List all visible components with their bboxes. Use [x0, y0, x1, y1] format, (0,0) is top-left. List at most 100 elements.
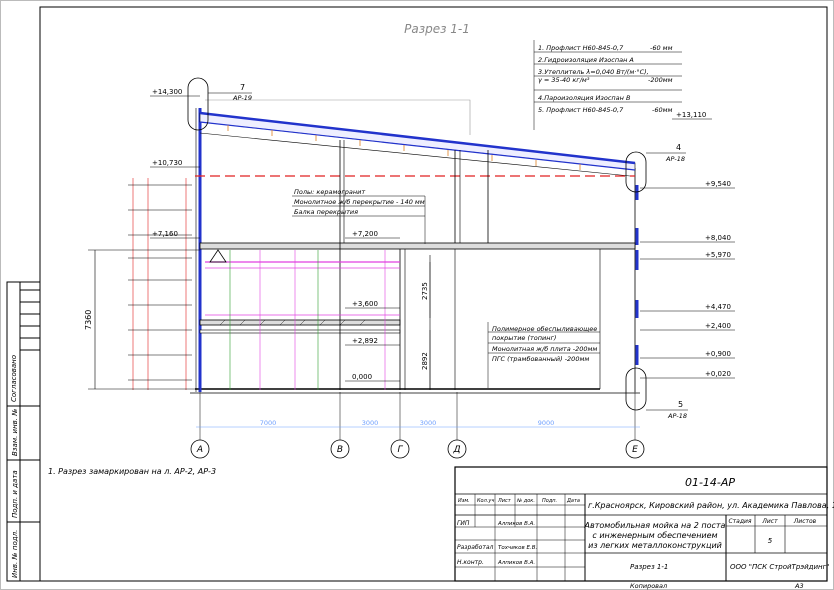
axis-label: Д	[452, 445, 460, 455]
svg-text:7000: 7000	[260, 419, 277, 427]
elevation-mark: +7,200	[352, 230, 378, 238]
svg-text:Полы: керамогранит: Полы: керамогранит	[294, 188, 365, 196]
svg-text:АР-18: АР-18	[665, 155, 685, 163]
svg-text:№ док.: № док.	[516, 498, 535, 504]
svg-text:Автомобильная мойка на 2 поста: Автомобильная мойка на 2 поста	[584, 521, 726, 530]
svg-text:Дата: Дата	[566, 498, 580, 504]
svg-text:3000: 3000	[420, 419, 437, 427]
svg-text:Монолитное ж/б перекрытие - 14: Монолитное ж/б перекрытие - 140 мм	[294, 198, 425, 206]
svg-text:3000: 3000	[362, 419, 379, 427]
axis-label: В	[337, 445, 343, 455]
svg-text:5. Профлист Н60-845-0,7: 5. Профлист Н60-845-0,7	[538, 106, 624, 114]
svg-text:Лист: Лист	[761, 518, 778, 525]
svg-text:Стадия: Стадия	[728, 518, 751, 525]
title-block	[454, 466, 828, 582]
callout-7: 7 АР-19	[187, 77, 252, 131]
side-stamp	[6, 281, 41, 582]
callout-5: 5 АР-18	[625, 367, 688, 420]
svg-text:с инженерным обеспечением: с инженерным обеспечением	[592, 531, 717, 540]
building-section	[190, 99, 640, 394]
side-stamp-label: Взам. инв. №	[11, 408, 19, 456]
stamp-address: г.Красноярск, Кировский район, ул. Акаде…	[588, 501, 834, 510]
svg-text:Кол.уч: Кол.уч	[477, 498, 494, 504]
stamp-company: ООО "ПСК СтройТрэйдинг"	[730, 563, 830, 571]
svg-text:-60мм: -60мм	[652, 106, 673, 114]
svg-text:Разработал: Разработал	[457, 544, 494, 551]
axis-label: Г	[397, 445, 403, 455]
svg-text:5: 5	[678, 400, 683, 409]
svg-text:2892: 2892	[421, 352, 429, 370]
dimension-total-height: 7360	[84, 249, 200, 390]
svg-text:ПГС (трамбованный) -200мм: ПГС (трамбованный) -200мм	[492, 355, 589, 363]
elevation-mark: +5,970	[705, 251, 731, 259]
elevation-mark: 0,000	[352, 373, 372, 381]
floor-note: Полы: керамогранит Монолитное ж/б перекр…	[292, 188, 426, 244]
side-stamp-label: Согласовано	[10, 355, 18, 402]
svg-text:Монолитная ж/б плита -200мм: Монолитная ж/б плита -200мм	[492, 345, 597, 353]
elevations-left: +14,300 +10,730 +7,160 +7,200 +3,600 +2,…	[150, 88, 400, 382]
elevation-mark: +0,020	[705, 370, 731, 378]
side-stamp-label: Инв. № подл.	[11, 530, 19, 578]
roof-layers-note: 1. Профлист Н60-845-0,7 -60 мм 2.Гидроиз…	[533, 40, 682, 130]
elevation-mark: +0,900	[705, 350, 731, 358]
elevation-mark: +14,300	[152, 88, 182, 96]
stamp-code: 01-14-АР	[685, 476, 735, 489]
svg-text:Лист: Лист	[497, 498, 512, 504]
axis-label: Е	[632, 445, 638, 455]
axis-label: А	[196, 445, 203, 455]
elevation-mark: +4,470	[705, 303, 731, 311]
dimension-2892: 2892	[421, 330, 431, 389]
svg-text:Копировал: Копировал	[630, 582, 667, 590]
svg-text:ГИП: ГИП	[457, 520, 470, 527]
svg-text:Тохчиков Е.В.: Тохчиков Е.В.	[498, 545, 537, 551]
elevation-mark: +8,040	[705, 234, 731, 242]
elevations-right: +13,110 +9,540 +8,040 +5,970 +4,470 +2,4…	[640, 111, 735, 379]
callout-4: 4 АР-18	[625, 143, 686, 193]
ground-note: Полимерное обеспыливающее покрытие (топи…	[487, 322, 600, 388]
svg-text:Алпиков В.А.: Алпиков В.А.	[497, 560, 535, 566]
elevation-mark: +10,730	[152, 159, 182, 167]
elevation-mark: +2,892	[352, 337, 378, 345]
svg-text:из легких металлоконструкций: из легких металлоконструкций	[588, 541, 722, 550]
svg-text:2735: 2735	[421, 282, 429, 300]
svg-text:Листов: Листов	[793, 518, 817, 525]
elevation-mark: +7,160	[152, 230, 178, 238]
svg-text:4.Пароизоляция Изоспан В: 4.Пароизоляция Изоспан В	[538, 94, 631, 102]
svg-text:1. Профлист Н60-845-0,7: 1. Профлист Н60-845-0,7	[538, 44, 624, 52]
svg-text:4: 4	[676, 143, 681, 152]
svg-text:А3: А3	[794, 582, 804, 590]
axis-lines	[196, 392, 640, 440]
stamp-drawing-name: Разрез 1-1	[630, 563, 668, 571]
elevation-mark: +13,110	[676, 111, 706, 119]
sheet-number: 5	[768, 537, 773, 545]
svg-text:Алпиков В.А.: Алпиков В.А.	[497, 521, 535, 527]
svg-text:7360: 7360	[84, 310, 93, 330]
svg-text:покрытие (топинг): покрытие (топинг)	[492, 334, 556, 342]
svg-text:9000: 9000	[538, 419, 555, 427]
svg-text:Полимерное обеспыливающее: Полимерное обеспыливающее	[492, 325, 597, 333]
title-block-text: 01-14-АР г.Красноярск, Кировский район, …	[457, 476, 834, 590]
svg-text:7: 7	[240, 83, 245, 92]
svg-text:АР-18: АР-18	[667, 412, 687, 420]
svg-text:-200мм: -200мм	[648, 76, 673, 84]
elevation-mark: +2,400	[705, 322, 731, 330]
svg-text:Подп.: Подп.	[542, 498, 557, 504]
svg-text:Балка перекрытия: Балка перекрытия	[294, 208, 358, 216]
elevation-mark: +3,600	[352, 300, 378, 308]
sheet-note: 1. Разрез замаркирован на л. АР-2, АР-3	[48, 467, 216, 476]
side-stamp-label: Подп. и дата	[11, 470, 19, 518]
svg-text:Н.контр.: Н.контр.	[457, 559, 484, 566]
svg-text:γ = 35-40 кг/м³: γ = 35-40 кг/м³	[538, 76, 590, 84]
elevation-mark: +9,540	[705, 180, 731, 188]
axis-dimensions: 7000 3000 3000 9000	[260, 419, 555, 427]
dimension-2735: 2735	[421, 262, 431, 318]
svg-text:2.Гидроизоляция Изоспан А: 2.Гидроизоляция Изоспан А	[538, 56, 634, 64]
svg-text:Изм.: Изм.	[458, 498, 470, 504]
drawing-title: Разрез 1-1	[404, 22, 470, 36]
svg-text:АР-19: АР-19	[232, 94, 252, 102]
left-dimension-chains	[128, 178, 192, 390]
svg-text:-60 мм: -60 мм	[650, 44, 673, 52]
axis-bubbles: А В Г Д Е	[190, 439, 645, 459]
